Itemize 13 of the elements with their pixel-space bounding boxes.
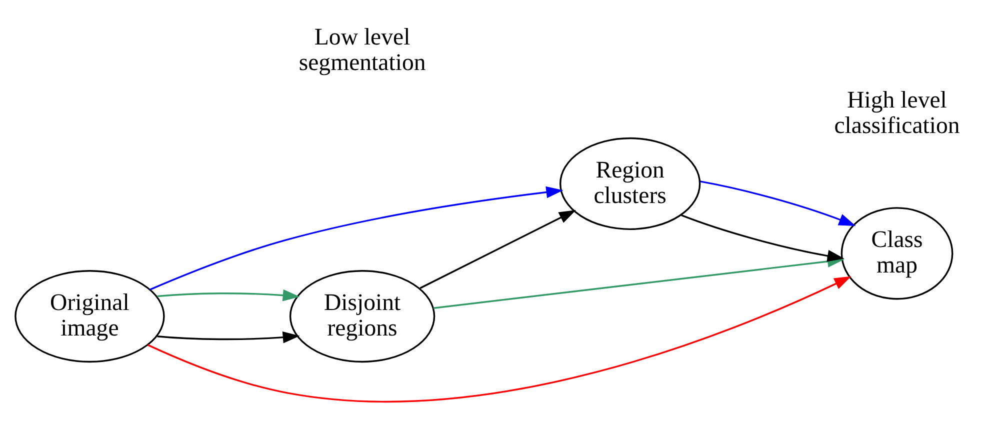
arrow (157, 331, 300, 344)
node-ellipse: Original image (14, 270, 165, 363)
node-ellipse: Class map (840, 207, 954, 300)
label: Low level segmentation (298, 24, 426, 76)
label: High level classification (834, 88, 960, 140)
arrow (700, 180, 856, 226)
arrow (147, 276, 852, 402)
arrow (681, 214, 844, 262)
node-ellipse: Region clusters (560, 137, 701, 230)
arrow (150, 186, 564, 290)
node-ellipse: Disjoint regions (289, 270, 436, 363)
arrow (420, 210, 576, 289)
arrow (157, 289, 300, 302)
